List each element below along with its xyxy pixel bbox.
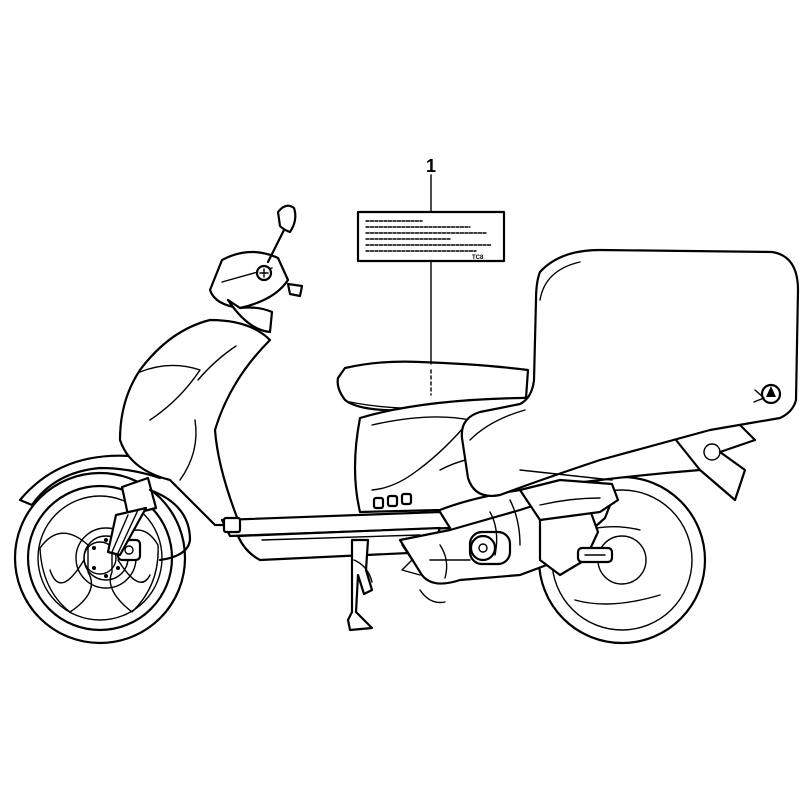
mirror [266,204,297,264]
front-wheel [13,471,187,645]
warning-label-code: TC8 [472,255,484,261]
kickstand [346,538,374,632]
front-fork [106,476,192,562]
leg-shield [118,318,272,527]
headlight-cowl [208,250,304,334]
warning-label-text-lines [365,220,493,252]
brake-disc [75,527,142,589]
rear-tail [658,418,757,502]
floorboard [220,510,452,562]
callout-number: 1 [426,156,436,176]
warning-label: TC8 [356,210,506,263]
callout-1: 1 [426,156,436,396]
engine-swingarm [398,469,620,604]
top-box [460,248,800,497]
